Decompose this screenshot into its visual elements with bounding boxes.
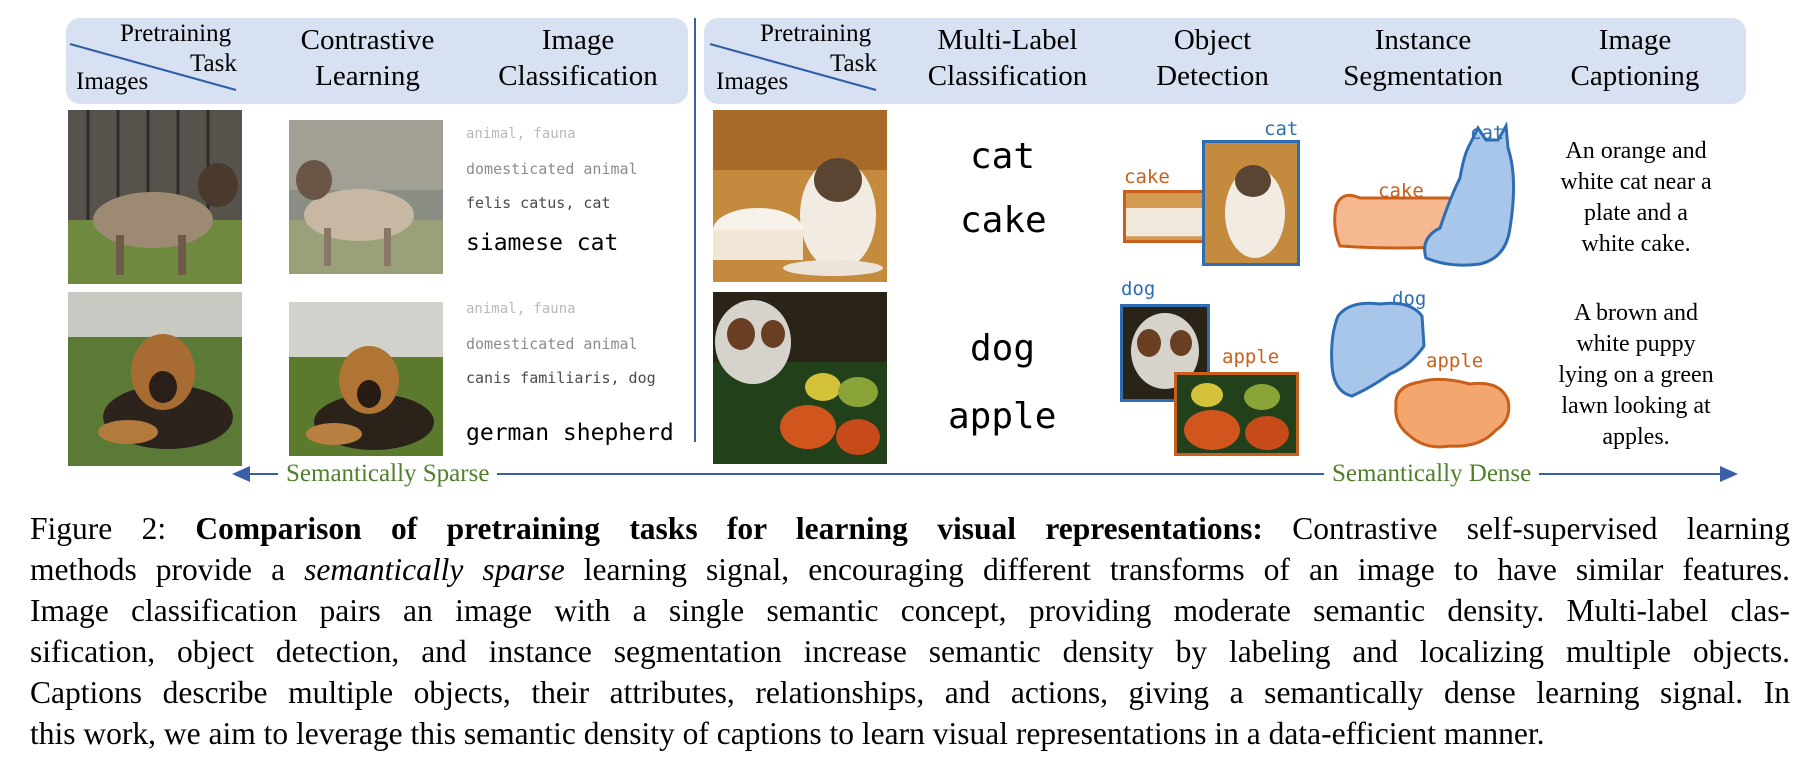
- caption-bold-title: Comparison of pretraining tasks for lear…: [195, 511, 1263, 546]
- section-divider: [694, 18, 696, 442]
- ml-label-dog: dog: [970, 328, 1036, 369]
- cls-dog-level2: domesticated animal: [466, 335, 638, 353]
- caption-row1-line: white cat near a: [1560, 169, 1712, 195]
- header-captioning: Image Captioning: [1540, 22, 1730, 94]
- left-header-band: [66, 18, 688, 104]
- cls-cat-level3: felis catus, cat: [466, 194, 611, 212]
- header-contrastive-line1: Contrastive: [300, 24, 435, 56]
- header-segmentation-line2: Segmentation: [1343, 60, 1503, 92]
- corner-task: Task: [190, 50, 237, 77]
- caption-line-4: sification, object detection, and instan…: [30, 634, 1790, 669]
- seg-apple-mask: [1394, 377, 1511, 449]
- cls-cat-level1: animal, fauna: [466, 126, 576, 142]
- seg-cat-tag: cat: [1470, 122, 1505, 144]
- header-segmentation-line1: Instance: [1374, 24, 1472, 56]
- corner-pretraining: Pretraining: [120, 20, 232, 47]
- cls-dog-level1: animal, fauna: [466, 301, 576, 317]
- caption-row2-line: apples.: [1602, 424, 1670, 450]
- header-multilabel-line1: Multi-Label: [937, 24, 1078, 56]
- caption-row1-line: white cake.: [1581, 231, 1691, 257]
- dog-crop: [289, 302, 443, 456]
- dog-apple-photo: [713, 292, 887, 464]
- corner-pretraining: Pretraining: [760, 20, 872, 47]
- caption-line2-post: learning signal, encouraging different t…: [583, 552, 1791, 587]
- caption-row1: An orange and white cat near a plate and…: [1538, 136, 1734, 260]
- caption-line-1: Figure 2: Comparison of pretraining task…: [30, 508, 1790, 549]
- header-multilabel: Multi-Label Classification: [900, 22, 1115, 94]
- seg-dog-mask: [1330, 301, 1426, 398]
- caption-italic-sparse: semantically sparse: [304, 552, 565, 587]
- header-captioning-line1: Image: [1598, 24, 1672, 56]
- header-classification: Image Classification: [478, 22, 678, 94]
- figure-label: Figure 2:: [30, 511, 167, 546]
- caption-line2-pre: methods provide a: [30, 552, 286, 587]
- seg-cake-tag: cake: [1378, 180, 1424, 202]
- det-cat-box: [1202, 140, 1300, 266]
- cls-dog-level4: german shepherd: [466, 420, 674, 446]
- label-semantically-dense: Semantically Dense: [1324, 460, 1540, 488]
- corner-task: Task: [830, 50, 877, 77]
- header-contrastive: Contrastive Learning: [270, 22, 465, 94]
- cat-photo: [68, 110, 242, 284]
- caption-row2-line: A brown and: [1574, 300, 1698, 326]
- header-detection-line2: Detection: [1156, 60, 1269, 92]
- cls-cat-level4: siamese cat: [466, 230, 619, 256]
- caption-row2: A brown and white puppy lying on a green…: [1538, 298, 1734, 453]
- corner-images: Images: [716, 68, 789, 95]
- density-axis: Semantically Sparse Semantically Dense: [232, 460, 1738, 488]
- seg-row1-masks: [1333, 121, 1516, 267]
- seg-cat-mask: [1423, 121, 1516, 267]
- caption-row1-line: An orange and: [1565, 138, 1707, 164]
- header-segmentation: Instance Segmentation: [1318, 22, 1528, 94]
- header-contrastive-line2: Learning: [315, 60, 420, 92]
- det-cat-tag: cat: [1264, 118, 1299, 140]
- label-semantically-sparse: Semantically Sparse: [278, 460, 498, 488]
- diagonal-line: [709, 43, 877, 91]
- seg-row2-masks: [1330, 301, 1511, 449]
- header-detection-line1: Object: [1173, 24, 1252, 56]
- caption-row1-line: plate and a: [1584, 200, 1688, 226]
- ml-label-cat: cat: [970, 136, 1036, 177]
- corner-images: Images: [76, 68, 149, 95]
- diagonal-line: [69, 43, 237, 91]
- figure-caption: Figure 2: Comparison of pretraining task…: [30, 508, 1790, 754]
- dog-photo: [68, 292, 242, 466]
- caption-line1-rest: Contrastive self-supervised learning: [1292, 511, 1790, 546]
- header-detection: Object Detection: [1130, 22, 1295, 94]
- header-captioning-line2: Captioning: [1570, 60, 1700, 92]
- ml-label-cake: cake: [960, 200, 1047, 241]
- det-apple-box: [1174, 372, 1299, 456]
- seg-dog-tag: dog: [1392, 288, 1427, 310]
- caption-row2-line: lying on a green: [1558, 362, 1714, 388]
- cat-cake-photo: [713, 110, 887, 282]
- right-corner-cell: Pretraining Task Images: [708, 18, 883, 104]
- seg-apple-tag: apple: [1426, 350, 1484, 372]
- header-multilabel-line2: Classification: [927, 60, 1088, 92]
- header-classification-line2: Classification: [498, 60, 658, 92]
- cls-cat-level2: domesticated animal: [466, 160, 638, 178]
- det-cake-tag: cake: [1124, 166, 1170, 188]
- caption-row2-line: lawn looking at: [1561, 393, 1711, 419]
- caption-line-3: Image classification pairs an image with…: [30, 593, 1790, 628]
- caption-row2-line: white puppy: [1576, 331, 1696, 357]
- cat-crop: [289, 120, 443, 274]
- ml-label-apple: apple: [948, 396, 1057, 437]
- caption-line-5: Captions describe multiple objects, thei…: [30, 675, 1790, 710]
- caption-line-6: this work, we aim to leverage this seman…: [30, 716, 1545, 751]
- det-apple-tag: apple: [1222, 346, 1280, 368]
- right-header-band: [704, 18, 1746, 104]
- header-classification-line1: Image: [541, 24, 615, 56]
- det-dog-tag: dog: [1121, 278, 1156, 300]
- left-corner-cell: Pretraining Task Images: [68, 18, 243, 104]
- cls-dog-level3: canis familiaris, dog: [466, 369, 656, 387]
- caption-line-2: methods provide a semantically sparse le…: [30, 549, 1790, 590]
